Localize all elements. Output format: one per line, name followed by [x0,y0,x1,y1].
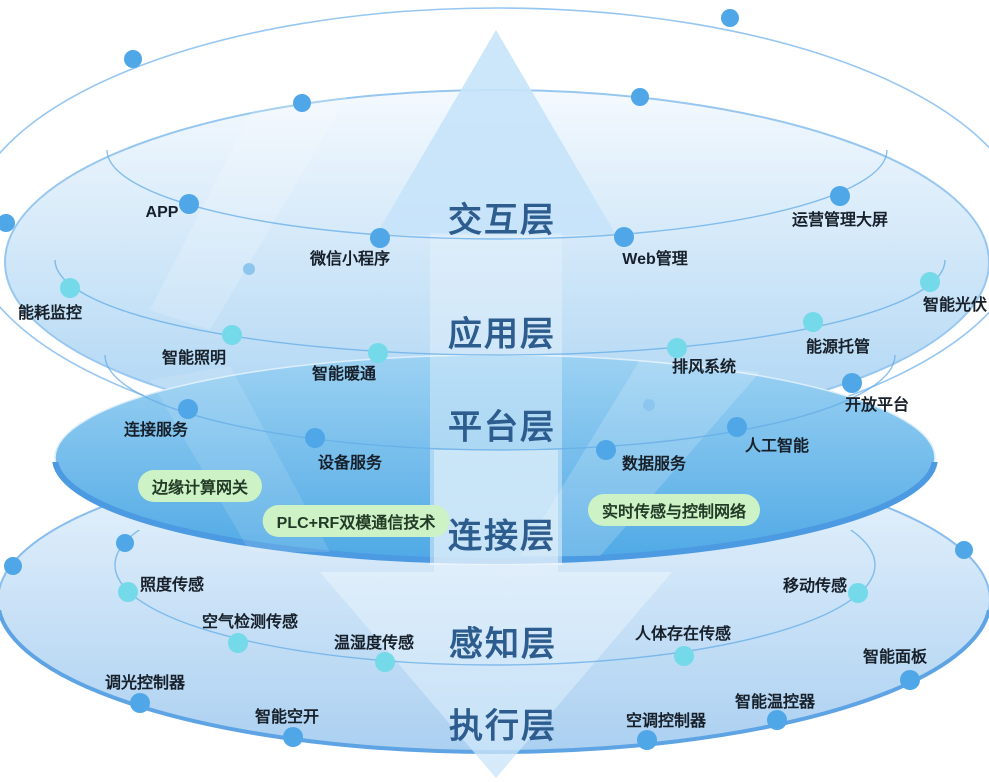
node-label: 设备服务 [317,455,383,472]
node-dots-cyan [60,272,940,672]
orbit-ring-interaction [106,150,888,240]
orbit-ring-application [54,260,946,356]
node-label: 空调控制器 [625,713,707,730]
node-label: 调光控制器 [104,675,186,692]
node-label: 智能温控器 [734,694,816,711]
up-arrow-head [376,30,616,235]
layer-title-perception: 感知层 [449,625,557,664]
tech-pill: 边缘计算网关 [137,470,263,502]
orbit-ring-platform [104,355,896,451]
down-arrow [320,450,672,778]
node-label: 能源托管 [805,339,871,356]
layer-title-application: 应用层 [448,315,556,354]
node-label: 智能光伏 [922,297,988,314]
node-label: 空气检测传感 [201,614,299,631]
orbit-ring-perception [114,530,876,666]
layer-title-connection: 连接层 [448,517,556,556]
node-label: 开放平台 [844,397,910,414]
node-label: 连接服务 [123,422,189,439]
node-dots-blue [0,9,973,750]
node-label: 智能空开 [254,709,320,726]
node-label: 照度传感 [139,577,205,594]
node-label: 排风系统 [671,359,737,376]
node-label: 智能暖通 [311,366,377,383]
node-label: 数据服务 [621,456,687,473]
node-label: 人工智能 [744,438,810,455]
node-dots-blue-small [243,263,655,411]
node-label: APP [145,204,179,221]
layer-title-execution: 执行层 [449,707,557,746]
light-streak [520,360,760,556]
light-streak [150,92,350,330]
tech-pill: PLC+RF双模通信技术 [262,505,450,537]
node-label: 运营管理大屏 [791,212,889,229]
node-label: 移动传感 [782,578,848,595]
node-label: Web管理 [622,251,688,268]
node-label: 智能照明 [161,350,227,367]
layer-title-platform: 平台层 [448,408,556,447]
node-label: 能耗监控 [17,305,83,322]
node-label: 智能面板 [862,649,928,666]
node-label: 温湿度传感 [333,635,415,652]
node-label: 微信小程序 [309,251,391,268]
node-label: 人体存在传感 [634,626,732,643]
layer-title-interaction: 交互层 [448,201,556,240]
tech-pill: 实时传感与控制网络 [587,494,761,526]
